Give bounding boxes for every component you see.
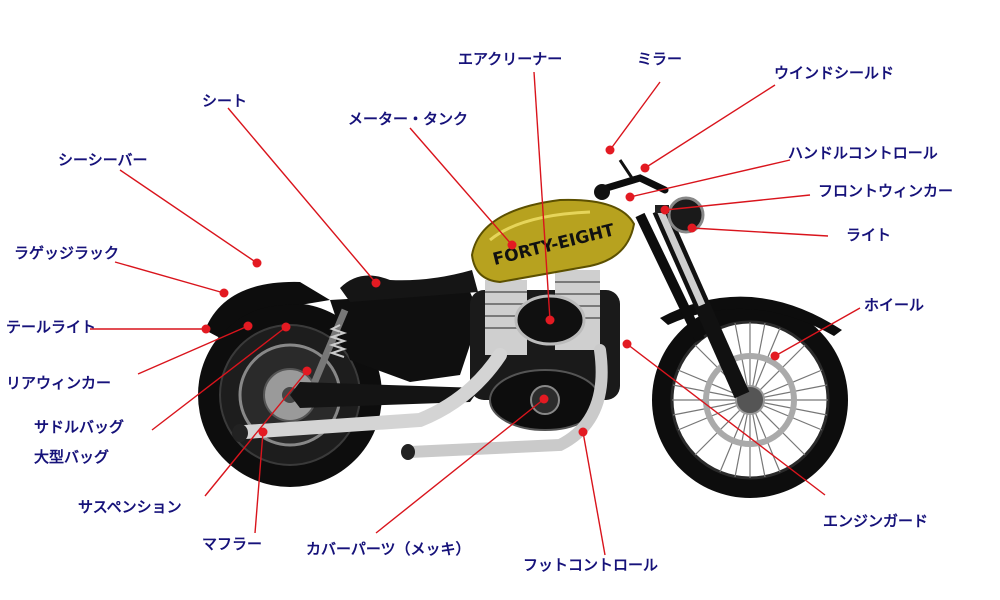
label-wheel: ホイール [864,296,925,314]
label-front-winker: フロントウィンカー [818,182,954,200]
handlebar [594,159,705,234]
label-luggage-rack: ラゲッジラック [14,244,120,262]
rear-fender [205,281,330,338]
label-mirror: ミラー [637,50,683,68]
label-meter-tank: メーター・タンク [348,110,469,128]
label-suspension: サスペンション [78,498,182,516]
front-wheel [652,302,848,498]
label-light: ライト [846,226,892,244]
label-rear-winker: リアウィンカー [6,374,112,392]
leader-dots [201,145,780,437]
engine [470,270,620,431]
label-handle-control: ハンドルコントロール [788,144,938,162]
label-windshield: ウインドシールド [774,64,895,82]
label-air-cleaner: エアクリーナー [458,50,563,68]
label-muffler: マフラー [202,535,263,553]
label-cover-parts: カバーパーツ（メッキ） [306,540,471,558]
label-tail-light: テールライト [6,318,97,336]
label-saddle-bag: サドルバッグ [34,418,125,436]
side-cover [330,292,480,382]
label-foot-control: フットコントロール [523,556,659,574]
label-seat: シート [202,92,248,110]
front-forks [635,206,750,399]
fuel-tank: FORTY-EIGHT [470,198,636,284]
seat-shape [340,270,478,302]
leader-lines [90,71,861,556]
label-large-bag: 大型バッグ [34,448,110,466]
exhaust [232,344,608,460]
label-engine-guard: エンジンガード [823,512,929,530]
label-sissy-bar: シーシーバー [58,151,148,169]
